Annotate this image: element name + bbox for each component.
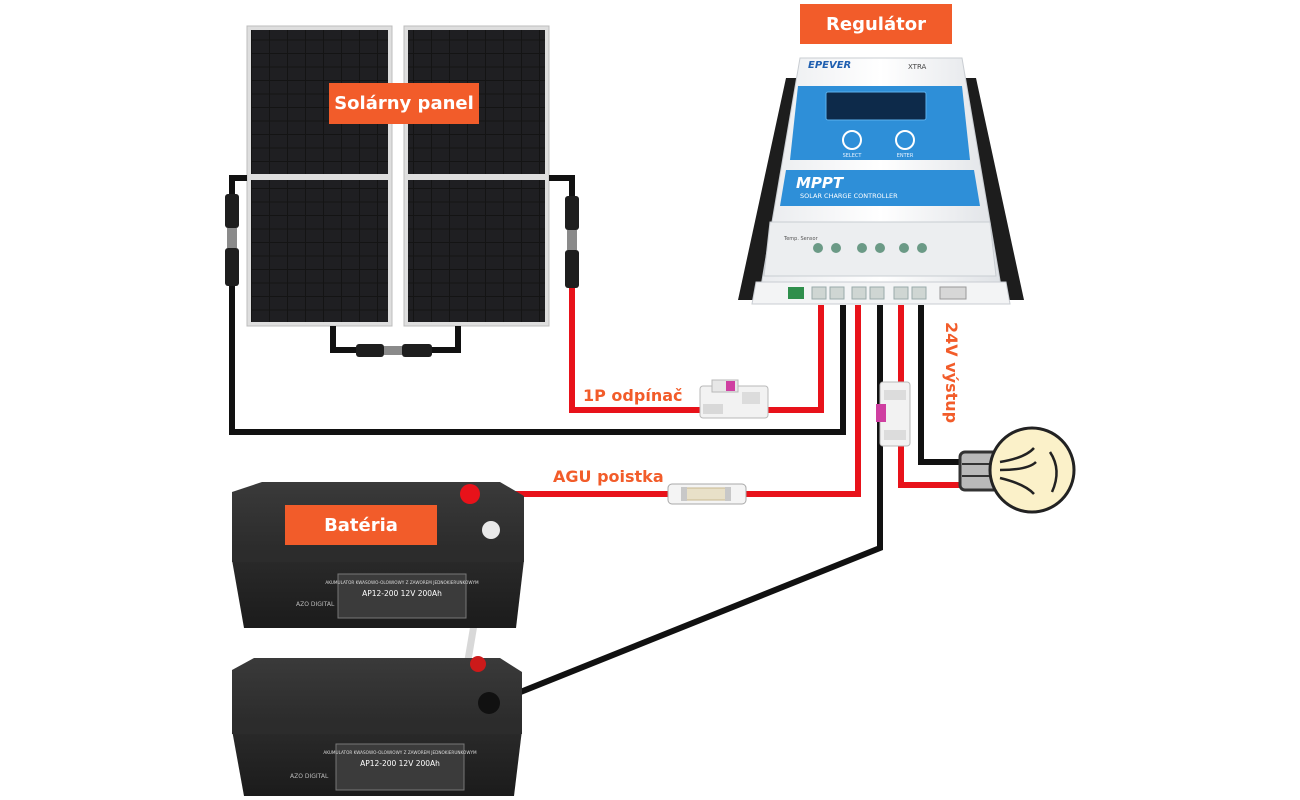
select-button[interactable] xyxy=(842,130,862,150)
battery-top: AZO DIGITAL AKUMULATOR KWASOWO-OLOWIOWY … xyxy=(232,482,524,628)
agu-fuse-holder xyxy=(667,483,747,505)
panel-negative-lead xyxy=(225,175,846,435)
regulator-label: Regulátor xyxy=(826,13,926,35)
load-output-cables xyxy=(898,305,965,488)
dc-disconnector xyxy=(699,379,769,419)
battery-bottom-negative-terminal xyxy=(478,692,500,714)
controller-brand: EPEVER xyxy=(808,60,851,71)
mppt-charge-controller: EPEVER XTRA SELECT ENTER MPPT SOLAR CHAR… xyxy=(738,57,1024,305)
battery-top-positive-terminal xyxy=(460,484,480,504)
battery-top-brand: AZO DIGITAL xyxy=(296,601,335,608)
controller-lcd xyxy=(825,91,927,121)
battery-bottom-brand: AZO DIGITAL xyxy=(290,773,329,780)
battery-tag: Batéria xyxy=(285,505,437,545)
panel-positive-lead xyxy=(549,175,824,413)
output-24v-label: 24V výstup xyxy=(942,322,961,423)
agu-fuse-label: AGU poistka xyxy=(553,467,664,486)
mppt-subtitle: SOLAR CHARGE CONTROLLER xyxy=(800,192,898,200)
mc4-connector-positive xyxy=(565,196,579,288)
terminal-block xyxy=(788,286,967,300)
battery-bottom-positive-terminal xyxy=(470,656,486,672)
mppt-title: MPPT xyxy=(796,174,845,192)
solar-panel-label: Solárny panel xyxy=(334,93,474,114)
battery-bottom-model: AP12-200 12V 200Ah xyxy=(360,759,440,768)
battery-top-header: AKUMULATOR KWASOWO-OLOWIOWY Z ZAWOREM JE… xyxy=(325,580,479,585)
battery-bottom: AZO DIGITAL AKUMULATOR KWASOWO-OLOWIOWY … xyxy=(232,656,522,796)
select-label: SELECT xyxy=(843,153,863,159)
enter-label: ENTER xyxy=(897,153,914,159)
mc4-connector-series xyxy=(356,344,432,357)
mc4-connector-negative xyxy=(225,194,239,286)
light-bulb xyxy=(958,426,1076,514)
load-breaker xyxy=(876,381,911,447)
panel-series-cable xyxy=(330,326,461,357)
solar-panel-right xyxy=(403,25,550,327)
battery-top-negative-terminal xyxy=(482,521,500,539)
controller-model: XTRA xyxy=(908,63,927,71)
terminal-screws xyxy=(813,243,927,253)
regulator-tag: Regulátor xyxy=(800,4,952,44)
battery-top-model: AP12-200 12V 200Ah xyxy=(362,589,442,598)
battery-label: Batéria xyxy=(324,514,398,536)
breaker-1p-label: 1P odpínač xyxy=(583,386,683,405)
solar-panel-tag: Solárny panel xyxy=(329,83,479,124)
solar-panel-array xyxy=(246,25,550,327)
battery-bottom-header: AKUMULATOR KWASOWO-OLOWIOWY Z ZAWOREM JE… xyxy=(323,750,477,755)
enter-button[interactable] xyxy=(895,130,915,150)
temp-sensor-label: Temp. Sensor xyxy=(783,236,819,242)
solar-panel-left xyxy=(246,25,393,327)
